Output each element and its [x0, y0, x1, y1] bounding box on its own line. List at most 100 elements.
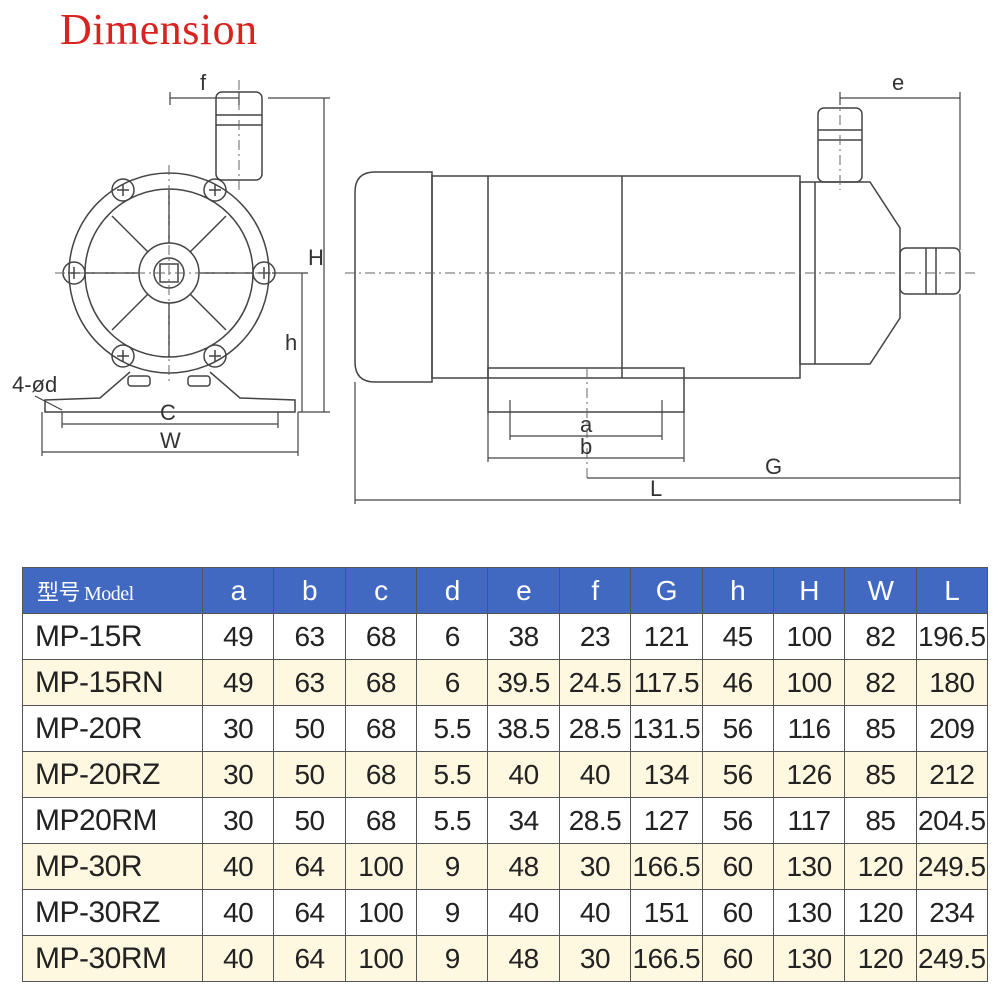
dim-label-W: W	[160, 428, 181, 453]
value-cell: 56	[701, 705, 774, 752]
value-cell: 120	[844, 889, 917, 936]
value-cell: 49	[201, 659, 275, 706]
value-cell: 180	[915, 659, 989, 706]
value-cell: 130	[772, 889, 846, 936]
front-view: f H h 4-ød C W	[12, 70, 330, 456]
value-cell: 45	[701, 613, 774, 660]
value-cell: 38.5	[487, 705, 560, 752]
value-cell: 50	[273, 797, 346, 844]
value-cell: 151	[630, 889, 703, 936]
value-cell: 120	[844, 843, 917, 890]
dim-label-f: f	[200, 70, 207, 95]
model-cell: MP-20RZ	[22, 751, 203, 798]
value-cell: 40	[487, 751, 560, 798]
value-cell: 121	[630, 613, 703, 660]
value-cell: 24.5	[558, 659, 632, 706]
dim-label-a: a	[580, 412, 593, 437]
value-cell: 130	[772, 843, 846, 890]
value-cell: 212	[915, 751, 989, 798]
value-cell: 40	[201, 843, 275, 890]
value-cell: 40	[201, 889, 275, 936]
column-header: f	[558, 567, 632, 614]
value-cell: 82	[844, 659, 917, 706]
value-cell: 28.5	[558, 797, 632, 844]
value-cell: 85	[844, 751, 917, 798]
value-cell: 38	[487, 613, 560, 660]
value-cell: 5.5	[416, 797, 489, 844]
value-cell: 85	[844, 797, 917, 844]
value-cell: 68	[344, 751, 418, 798]
value-cell: 40	[558, 751, 632, 798]
value-cell: 9	[416, 843, 489, 890]
dim-label-G: G	[765, 454, 782, 479]
page-title: Dimension	[60, 5, 258, 54]
dim-label-L: L	[650, 476, 662, 501]
value-cell: 63	[273, 613, 346, 660]
value-cell: 209	[915, 705, 989, 752]
value-cell: 117.5	[630, 659, 703, 706]
value-cell: 40	[558, 889, 632, 936]
value-cell: 249.5	[915, 843, 989, 890]
value-cell: 48	[487, 843, 560, 890]
value-cell: 68	[344, 797, 418, 844]
model-cell: MP-30RZ	[22, 889, 203, 936]
value-cell: 5.5	[416, 705, 489, 752]
value-cell: 34	[487, 797, 560, 844]
value-cell: 6	[416, 659, 489, 706]
value-cell: 23	[558, 613, 632, 660]
value-cell: 56	[701, 797, 774, 844]
value-cell: 50	[273, 751, 346, 798]
column-header: h	[701, 567, 774, 614]
model-cell: MP20RM	[22, 797, 203, 844]
value-cell: 64	[273, 889, 346, 936]
value-cell: 40	[201, 935, 275, 982]
column-header: b	[273, 567, 346, 614]
value-cell: 100	[344, 935, 418, 982]
value-cell: 166.5	[630, 843, 703, 890]
value-cell: 127	[630, 797, 703, 844]
value-cell: 82	[844, 613, 917, 660]
column-header: e	[487, 567, 560, 614]
value-cell: 9	[416, 935, 489, 982]
value-cell: 64	[273, 935, 346, 982]
value-cell: 85	[844, 705, 917, 752]
value-cell: 40	[487, 889, 560, 936]
value-cell: 48	[487, 935, 560, 982]
model-cell: MP-15RN	[22, 659, 203, 706]
value-cell: 30	[201, 705, 275, 752]
value-cell: 46	[701, 659, 774, 706]
value-cell: 63	[273, 659, 346, 706]
value-cell: 39.5	[487, 659, 560, 706]
value-cell: 30	[558, 935, 632, 982]
dim-label-e: e	[892, 70, 904, 95]
model-cell: MP-30RM	[22, 935, 203, 982]
value-cell: 100	[344, 889, 418, 936]
value-cell: 166.5	[630, 935, 703, 982]
column-header: d	[416, 567, 489, 614]
value-cell: 60	[701, 935, 774, 982]
column-header: G	[630, 567, 703, 614]
column-header: c	[344, 567, 418, 614]
dim-label-d: 4-ød	[12, 372, 57, 397]
value-cell: 49	[201, 613, 275, 660]
value-cell: 234	[915, 889, 989, 936]
value-cell: 131.5	[630, 705, 703, 752]
value-cell: 30	[558, 843, 632, 890]
side-view: e a b G L	[345, 70, 975, 504]
column-header: W	[844, 567, 917, 614]
dim-label-C: C	[160, 400, 176, 425]
model-cell: MP-30R	[22, 843, 203, 890]
value-cell: 120	[844, 935, 917, 982]
value-cell: 6	[416, 613, 489, 660]
value-cell: 117	[772, 797, 846, 844]
value-cell: 60	[701, 843, 774, 890]
dim-label-b: b	[580, 434, 592, 459]
